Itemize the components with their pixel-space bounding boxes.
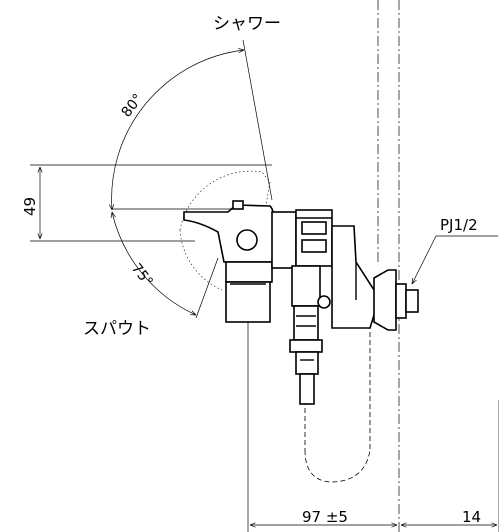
faucet-body: [183, 200, 419, 405]
depth-dimension-label: 14: [462, 508, 481, 526]
shower-angle-label: 80°: [119, 91, 147, 120]
spout-angle-label: 75°: [128, 261, 156, 290]
offset-dimension-label: 97 ±5: [302, 508, 348, 526]
connection-leader: [412, 235, 437, 284]
shower-label: シャワー: [213, 14, 281, 34]
height-dimension: [30, 164, 272, 242]
spout-rotation-arc: [112, 212, 219, 319]
spout-label: スパウト: [83, 319, 151, 339]
height-dimension-label: 49: [21, 197, 39, 216]
connection-label: PJ1/2: [440, 216, 478, 234]
shower-rotation-arc: [112, 39, 273, 210]
